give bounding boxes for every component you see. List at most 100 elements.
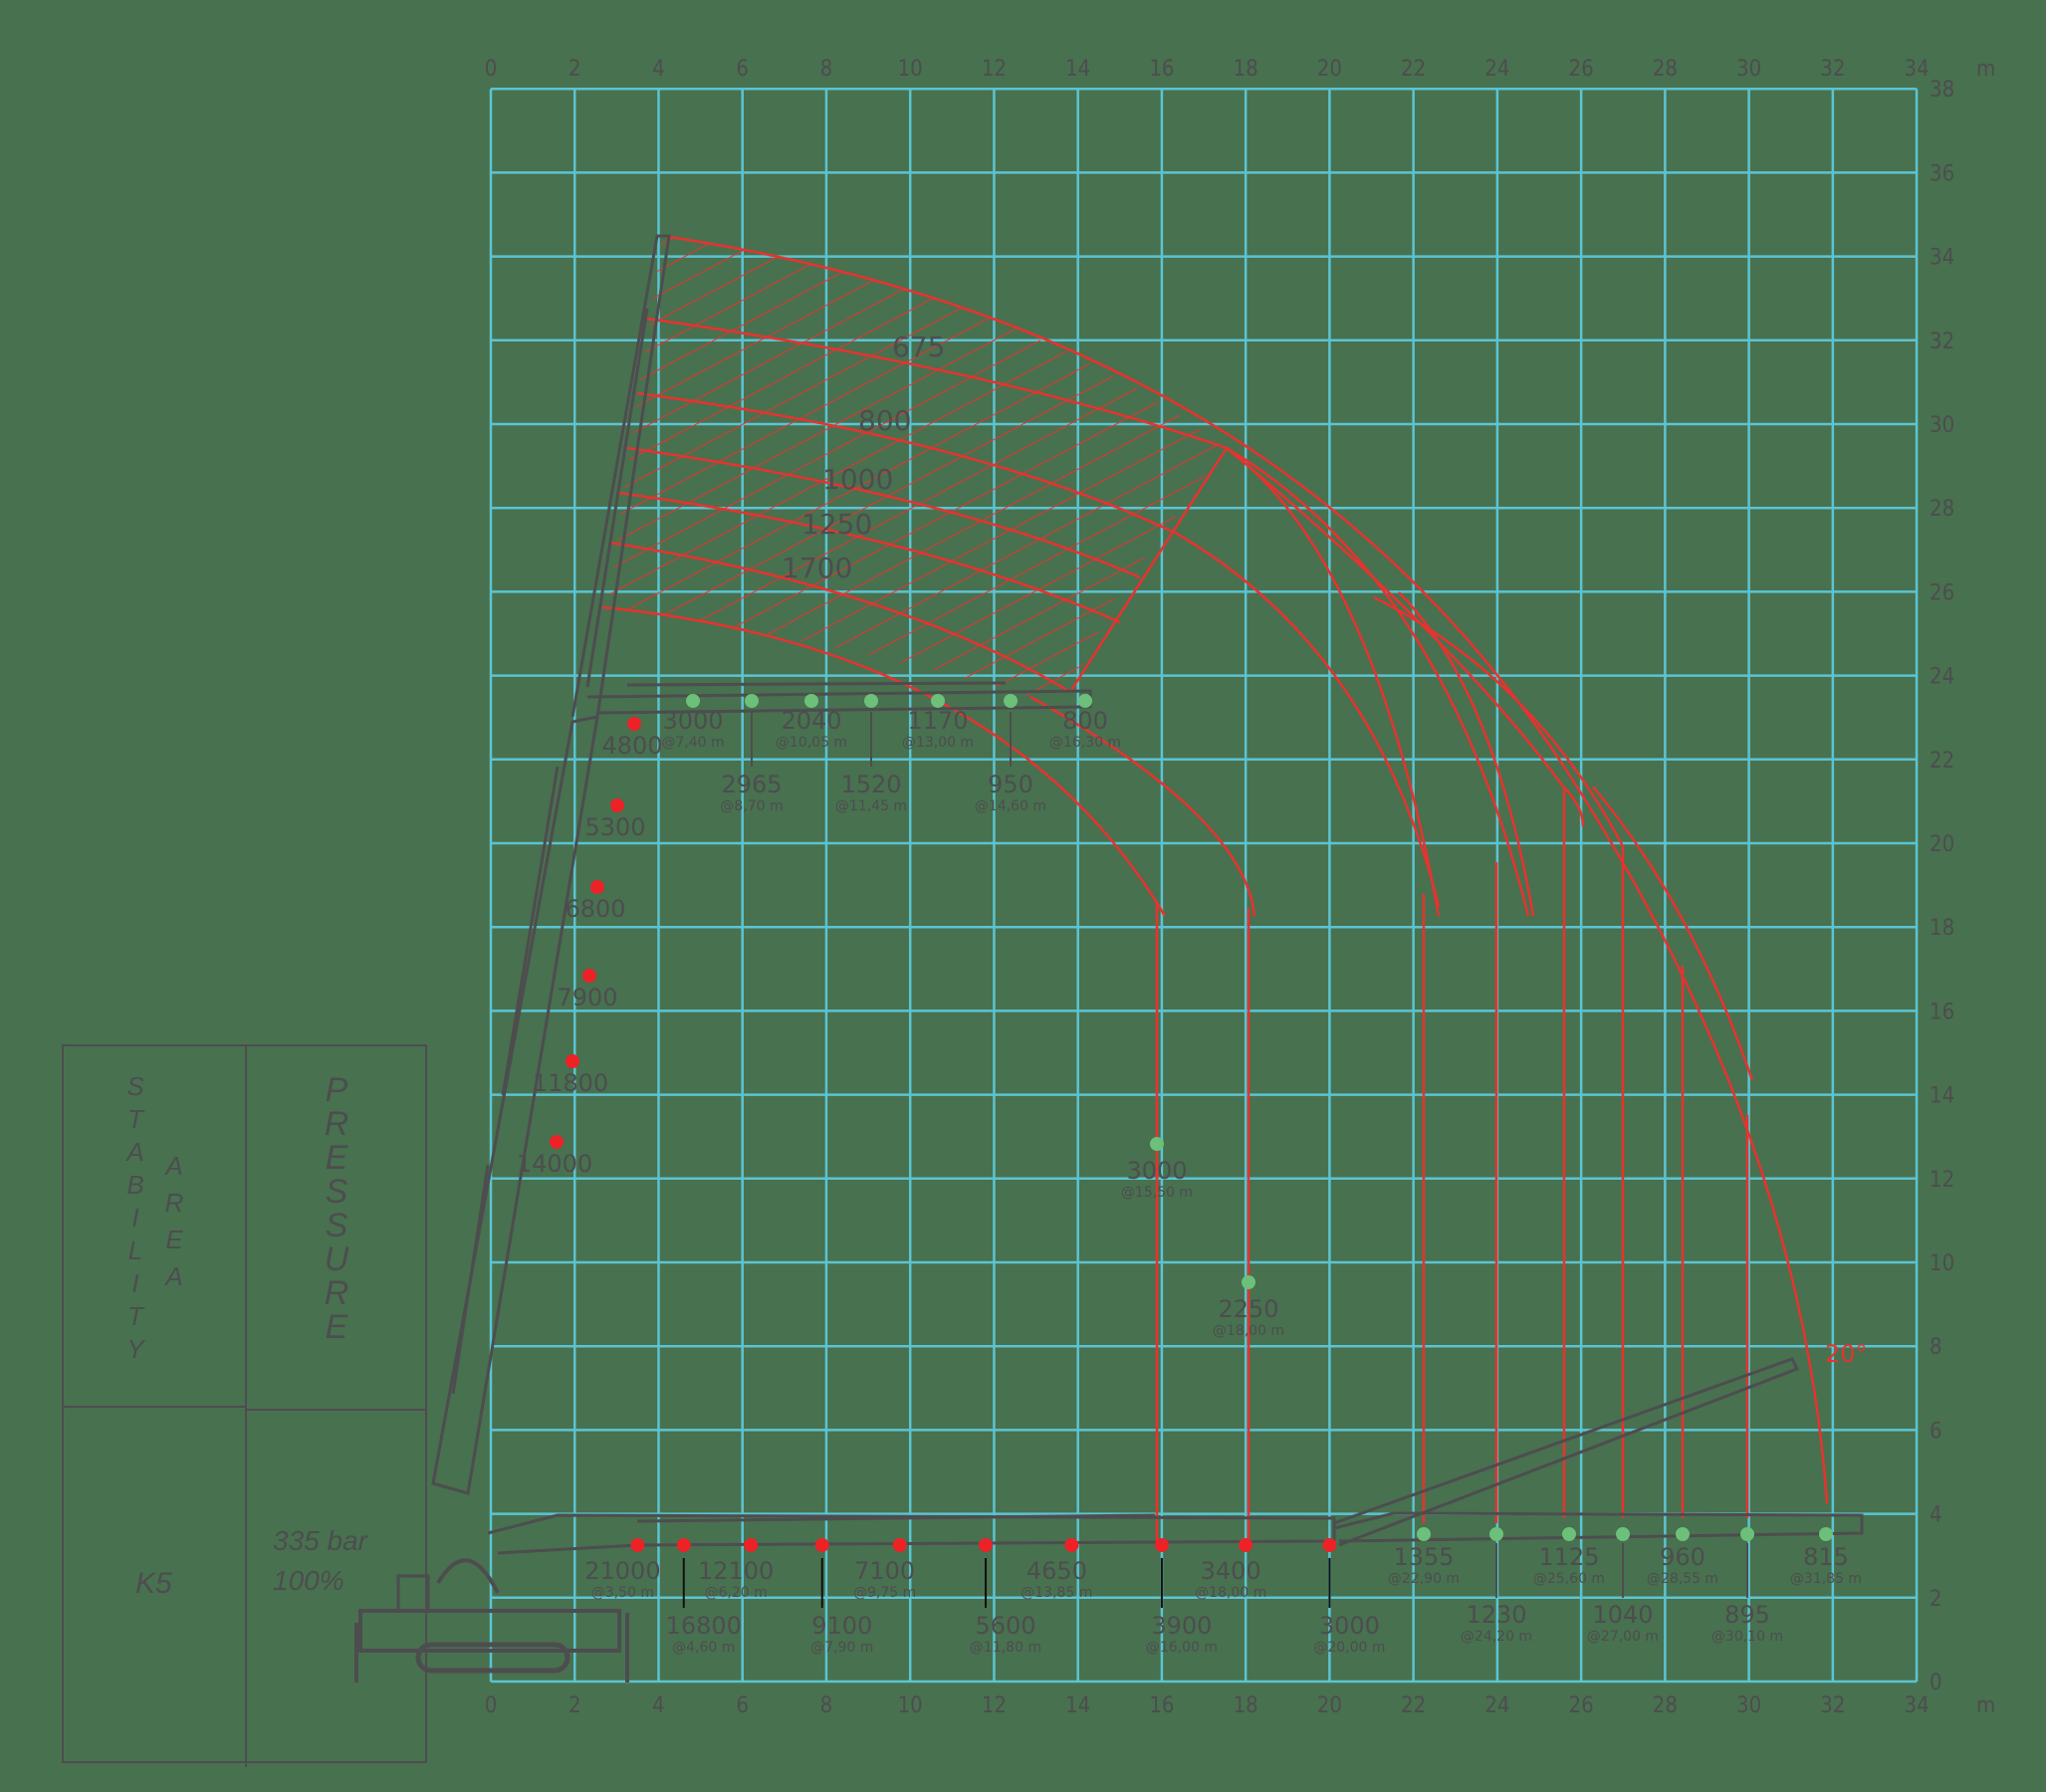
- load-value: 12100: [698, 1557, 774, 1585]
- svg-text:R: R: [325, 1274, 349, 1312]
- load-radius: @30,10 m: [1711, 1629, 1783, 1645]
- x-tick-label: 26: [1569, 57, 1594, 82]
- x-tick-label: 4: [652, 1693, 665, 1718]
- load-point: [745, 694, 759, 708]
- y-tick-label: 18: [1930, 916, 1954, 941]
- x-tick-label: 6: [736, 57, 749, 82]
- load-radius: @4,60 m: [672, 1640, 735, 1656]
- load-value: 16800: [666, 1612, 742, 1640]
- load-value: 2965: [721, 771, 782, 798]
- x-tick-label: 16: [1149, 1693, 1174, 1718]
- x-tick-label: 2: [568, 57, 581, 82]
- y-tick-label: 30: [1930, 413, 1954, 438]
- load-point: [676, 1538, 691, 1552]
- svg-text:R: R: [325, 1105, 349, 1143]
- svg-text:L: L: [128, 1235, 142, 1265]
- x-tick-label: 32: [1820, 57, 1845, 82]
- working-envelope: [601, 234, 1829, 1541]
- svg-text:800: 800: [858, 404, 911, 437]
- x-tick-label: 10: [898, 57, 923, 82]
- load-radius: @28,55 m: [1647, 1571, 1718, 1587]
- load-point: [627, 717, 641, 731]
- load-point: [804, 694, 818, 708]
- load-point: [1239, 1538, 1253, 1552]
- x-tick-label: 14: [1065, 1693, 1090, 1718]
- load-value: 3400: [1201, 1557, 1261, 1585]
- y-tick-label: 0: [1930, 1671, 1942, 1695]
- x-tick-label: 22: [1401, 57, 1426, 82]
- x-tick-label: 24: [1484, 1693, 1509, 1718]
- svg-text:I: I: [131, 1268, 138, 1298]
- load-radius: @16,30 m: [1049, 735, 1121, 751]
- x-unit-top: m: [1976, 57, 1995, 82]
- x-tick-label: 4: [652, 57, 665, 82]
- load-point: [1562, 1527, 1576, 1541]
- x-tick-label: 30: [1736, 57, 1761, 82]
- y-tick-label: 2: [1930, 1587, 1942, 1612]
- load-value: 3900: [1151, 1612, 1212, 1640]
- load-point: [686, 694, 700, 708]
- svg-text:U: U: [325, 1240, 349, 1278]
- load-radius: @10,05 m: [776, 735, 847, 751]
- load-radius: @13,00 m: [902, 735, 974, 751]
- x-unit-bottom: m: [1976, 1693, 1995, 1718]
- load-point: [1154, 1538, 1169, 1552]
- svg-text:A: A: [124, 1137, 143, 1167]
- x-tick-label: 6: [736, 1693, 749, 1718]
- load-point: [610, 798, 624, 812]
- model-label: K5: [135, 1567, 172, 1600]
- load-value: 1230: [1466, 1601, 1526, 1629]
- y-tick-label: 22: [1930, 749, 1954, 774]
- x-tick-label: 32: [1820, 1693, 1845, 1718]
- x-tick-label: 14: [1065, 57, 1090, 82]
- load-value: 3000: [1319, 1612, 1380, 1640]
- load-value: 5600: [975, 1612, 1035, 1640]
- x-tick-label: 18: [1234, 57, 1258, 82]
- x-tick-label: 34: [1904, 1693, 1929, 1718]
- load-radius: @7,40 m: [661, 735, 724, 751]
- x-tick-label: 16: [1149, 57, 1174, 82]
- y-tick-label: 36: [1930, 161, 1954, 186]
- hatched-zone: [607, 236, 1227, 697]
- load-point: [1616, 1527, 1630, 1541]
- y-tick-label: 32: [1930, 330, 1954, 354]
- load-radius: @20,00 m: [1313, 1640, 1385, 1656]
- y-tick-label: 10: [1930, 1251, 1954, 1276]
- x-tick-label: 10: [898, 1693, 923, 1718]
- svg-text:Y: Y: [126, 1334, 145, 1364]
- angle-label: 20°: [1825, 1340, 1868, 1368]
- load-radius: @11,45 m: [835, 798, 907, 814]
- load-point: [1819, 1527, 1833, 1541]
- load-value: 800: [1062, 707, 1108, 735]
- load-point: [1150, 1137, 1164, 1151]
- svg-text:S: S: [326, 1207, 348, 1244]
- load-point: [1004, 694, 1018, 708]
- load-point: [1078, 694, 1092, 708]
- load-radius: @27,00 m: [1587, 1629, 1659, 1645]
- crane-drawing: [354, 234, 1864, 1682]
- y-tick-label: 20: [1930, 832, 1954, 857]
- load-value: 4800: [601, 732, 662, 760]
- load-point: [1489, 1527, 1503, 1541]
- load-value: 895: [1724, 1601, 1770, 1629]
- x-tick-label: 12: [982, 57, 1007, 82]
- svg-text:1700: 1700: [782, 552, 852, 584]
- svg-text:T: T: [127, 1301, 145, 1331]
- svg-text:I: I: [131, 1203, 138, 1232]
- x-tick-label: 30: [1736, 1693, 1761, 1718]
- y-tick-label: 14: [1930, 1084, 1954, 1109]
- y-tick-label: 12: [1930, 1168, 1954, 1193]
- svg-text:B: B: [126, 1170, 143, 1200]
- load-point: [1322, 1538, 1337, 1552]
- load-radius: @25,60 m: [1533, 1571, 1605, 1587]
- svg-text:A: A: [163, 1151, 182, 1181]
- load-point: [1740, 1527, 1754, 1541]
- svg-text:S: S: [126, 1071, 144, 1101]
- load-point: [1064, 1538, 1079, 1552]
- svg-text:675: 675: [892, 331, 945, 363]
- load-value: 2250: [1218, 1295, 1278, 1323]
- load-value: 1040: [1592, 1601, 1653, 1629]
- load-radius: @6,20 m: [705, 1585, 768, 1601]
